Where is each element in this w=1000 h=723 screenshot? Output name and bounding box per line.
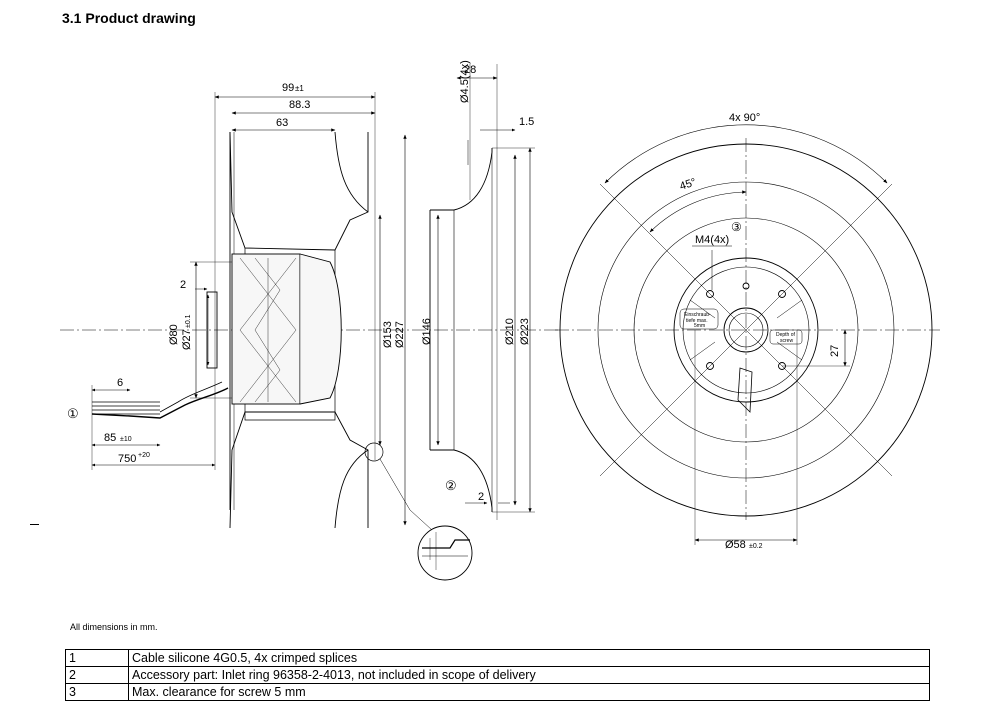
dim-85: 85	[104, 432, 116, 444]
label-depth-2: screw	[780, 338, 793, 344]
front-view	[555, 124, 940, 545]
dim-63: 63	[276, 117, 288, 129]
dim-28: 28	[464, 64, 476, 76]
label-einschraub-2: tiefe max.	[686, 318, 708, 324]
legend-num: 2	[65, 666, 129, 684]
dimensions-note: All dimensions in mm.	[70, 622, 158, 632]
dim-2-top: 2	[180, 279, 186, 291]
callout-1: ①	[67, 406, 79, 421]
angle-4x90: 4x 90°	[729, 112, 760, 124]
dim-1-5: 1.5	[519, 116, 534, 128]
dim-88-3: 88.3	[289, 99, 310, 111]
dim-146: Ø146	[421, 318, 433, 345]
legend-row: 2 Accessory part: Inlet ring 96358-2-401…	[65, 666, 930, 684]
margin-dash	[30, 524, 39, 525]
dim-58-tol: ±0.2	[749, 543, 763, 550]
dim-227: Ø227	[394, 321, 406, 348]
motor-body	[231, 253, 301, 405]
dim-80: Ø80	[168, 324, 180, 345]
callout-3: ③	[731, 220, 742, 234]
dim-223: Ø223	[519, 318, 531, 345]
legend-text: Cable silicone 4G0.5, 4x crimped splices	[128, 649, 930, 667]
product-drawing: 99 ±1 88.3 63 2 Ø80 Ø27 ±0.1 Ø153 Ø227 6…	[60, 60, 940, 581]
callout-2: ②	[445, 478, 457, 493]
dim-4-5-4x: Ø4.5(4x)	[459, 60, 471, 103]
label-m4-4x: M4(4x)	[695, 234, 729, 246]
dim-27-tol: Ø27	[181, 329, 193, 350]
legend-text: Accessory part: Inlet ring 96358-2-4013,…	[128, 666, 930, 684]
dim-2-bottom: 2	[478, 491, 484, 503]
dim-99-tol: ±1	[295, 84, 304, 93]
label-einschraub-3: 5mm	[694, 323, 705, 329]
label-einschraub-1: Einschraub-	[684, 312, 711, 318]
side-view	[60, 92, 560, 529]
legend-table: 1 Cable silicone 4G0.5, 4x crimped splic…	[65, 649, 930, 701]
dim-750: 750	[118, 453, 136, 465]
dim-99: 99	[282, 82, 294, 94]
dim-27: 27	[829, 345, 841, 357]
dim-58: Ø58	[725, 539, 746, 551]
dim-210: Ø210	[504, 318, 516, 345]
dim-27-tol-value: ±0.1	[185, 314, 192, 328]
dim-6: 6	[117, 377, 123, 389]
legend-text: Max. clearance for screw 5 mm	[128, 683, 930, 701]
dim-750-tol: +20	[138, 452, 150, 459]
dim-85-tol: ±10	[120, 436, 132, 443]
legend-row: 1 Cable silicone 4G0.5, 4x crimped splic…	[65, 649, 930, 667]
angle-45: 45°	[678, 176, 698, 193]
legend-num: 1	[65, 649, 129, 667]
dim-153: Ø153	[382, 321, 394, 348]
legend-num: 3	[65, 683, 129, 701]
inlet-ring-view	[409, 64, 535, 581]
label-depth-1: Depth of	[776, 332, 796, 338]
legend-row: 3 Max. clearance for screw 5 mm	[65, 683, 930, 701]
page-title: 3.1 Product drawing	[62, 10, 196, 26]
